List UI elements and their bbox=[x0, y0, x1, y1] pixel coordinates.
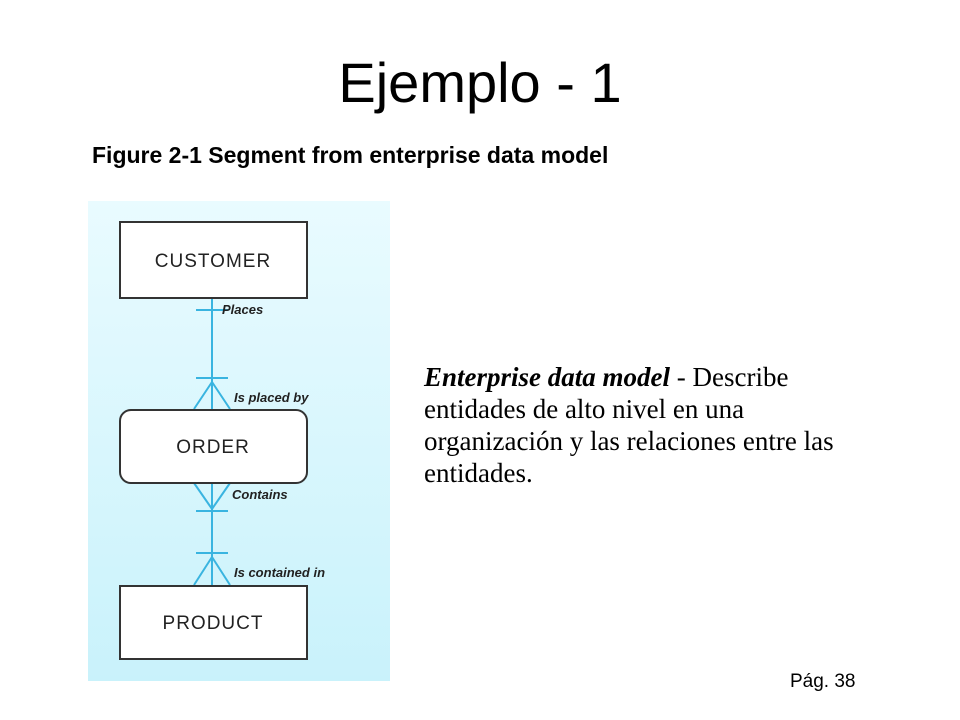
description-body: Describe entidades de alto nivel en una … bbox=[424, 362, 834, 488]
connector-customer-order bbox=[193, 298, 231, 410]
er-diagram-canvas: CUSTOMER ORDER PRODUCT Places Is placed … bbox=[88, 201, 390, 681]
connector-order-product bbox=[193, 482, 231, 586]
crowfoot-right bbox=[211, 381, 231, 410]
description-text: Enterprise data model - Describe entidad… bbox=[424, 362, 874, 489]
slide-title: Ejemplo - 1 bbox=[338, 51, 622, 114]
entity-customer: CUSTOMER bbox=[119, 221, 308, 299]
description-separator: - bbox=[670, 362, 693, 392]
crowfoot-right bbox=[211, 482, 231, 510]
relationship-label: Contains bbox=[232, 487, 288, 502]
er-diagram: CUSTOMER ORDER PRODUCT Places Is placed … bbox=[88, 201, 390, 681]
description-term: Enterprise data model bbox=[424, 362, 671, 392]
crowfoot-left bbox=[193, 381, 213, 410]
crowfoot-left bbox=[193, 482, 213, 510]
crowfoot-left bbox=[193, 556, 213, 586]
entity-label: ORDER bbox=[176, 437, 250, 458]
entity-label: PRODUCT bbox=[163, 613, 264, 634]
page-number: Pág. 38 bbox=[790, 671, 856, 692]
figure-caption: Figure 2-1 Segment from enterprise data … bbox=[92, 142, 609, 168]
entity-order: ORDER bbox=[119, 409, 308, 484]
crowfoot-right bbox=[211, 556, 231, 586]
relationship-label: Is placed by bbox=[234, 390, 309, 405]
entity-product: PRODUCT bbox=[119, 585, 308, 660]
relationship-label: Is contained in bbox=[234, 565, 325, 580]
relationship-label: Places bbox=[222, 302, 263, 317]
entity-label: CUSTOMER bbox=[155, 251, 271, 272]
